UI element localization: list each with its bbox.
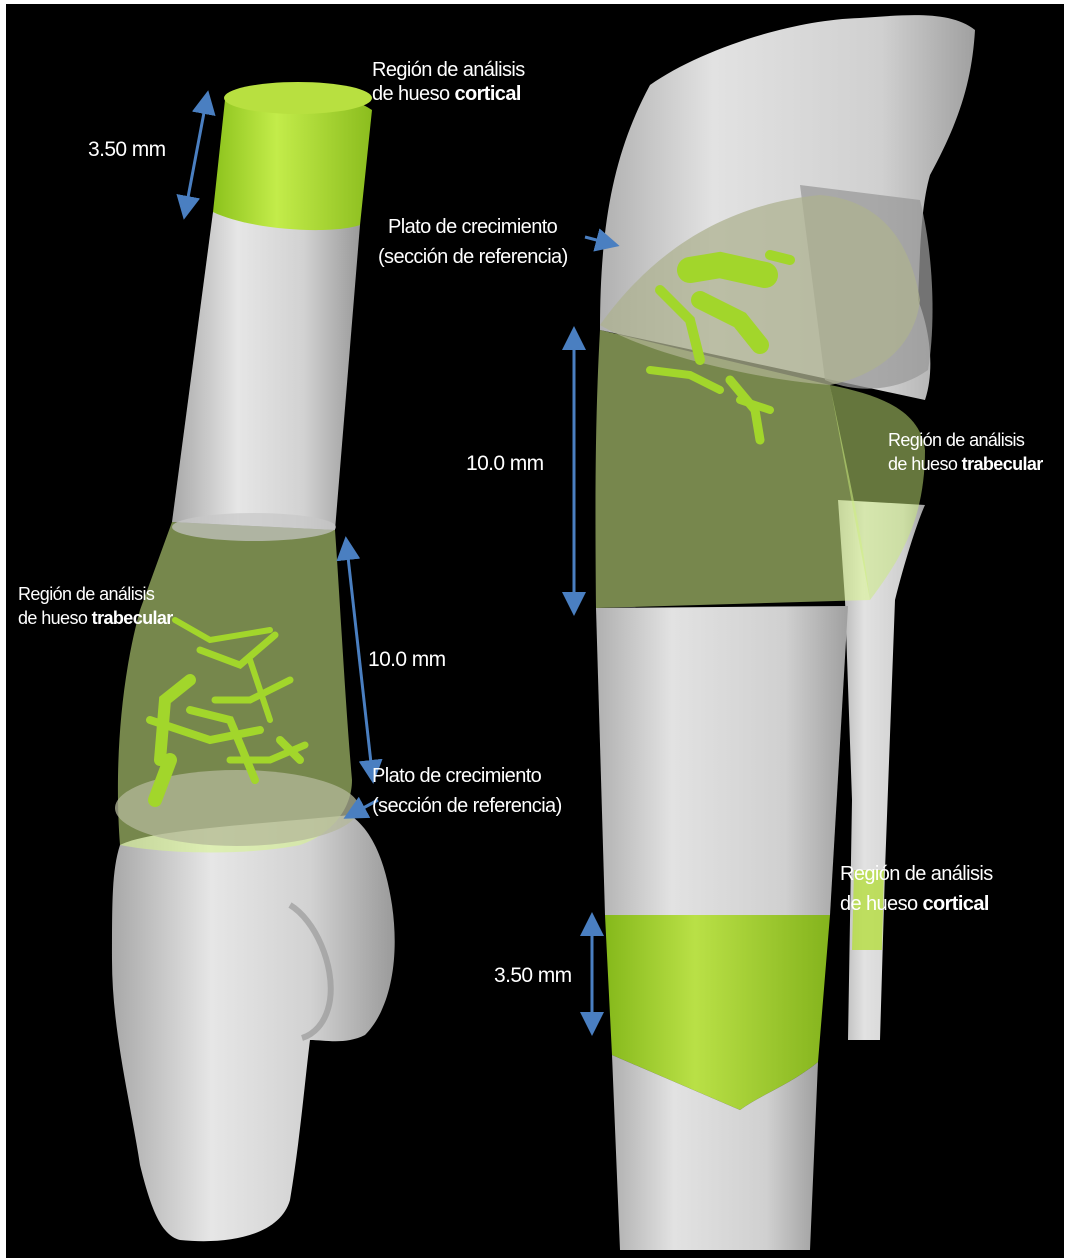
left-trabecular-label-bold: trabecular: [92, 608, 173, 628]
right-trabecular-label: Región de análisis de hueso trabecular: [888, 428, 1043, 476]
left-growth-plate-line2: (sección de referencia): [372, 794, 562, 818]
right-growth-plate-line2: (sección de referencia): [378, 245, 568, 269]
right-cortical-label-line1: Región de análisis: [840, 862, 993, 886]
left-trabecular-label-line2: de hueso trabecular: [18, 606, 173, 630]
left-growth-plate: [115, 770, 359, 846]
right-cortical-label: Región de análisis de hueso cortical: [840, 862, 993, 916]
right-cortical-label-bold: cortical: [922, 893, 988, 915]
right-trabecular-label-line1: Región de análisis: [888, 428, 1043, 452]
left-trabecular-label-line1: Región de análisis: [18, 582, 173, 606]
right-trabecular-label-prefix: de hueso: [888, 454, 962, 474]
right-growth-plate-line1: Plato de crecimiento: [388, 215, 568, 239]
right-trabecular-label-bold: trabecular: [962, 454, 1043, 474]
left-growth-plate-label: Plato de crecimiento (sección de referen…: [372, 764, 562, 818]
left-trabecular-measure: 10.0 mm: [368, 648, 446, 672]
right-trabecular-label-line2: de hueso trabecular: [888, 452, 1043, 476]
left-cortical-measure: 3.50 mm: [88, 138, 166, 162]
right-cortical-measure: 3.50 mm: [494, 964, 572, 988]
left-cortical-top: [224, 82, 372, 114]
left-growth-plate-line1: Plato de crecimiento: [372, 764, 562, 788]
left-cortical-label: Región de análisis de hueso cortical: [372, 58, 525, 106]
right-trabecular-measure: 10.0 mm: [466, 452, 544, 476]
right-shaft: [596, 606, 848, 915]
right-cortical-label-line2: de hueso cortical: [840, 892, 993, 916]
left-trabecular-label-prefix: de hueso: [18, 608, 92, 628]
left-cortical-label-line2: de hueso cortical: [372, 82, 525, 106]
left-cortical-label-prefix: de hueso: [372, 83, 454, 105]
left-cortical-label-bold: cortical: [454, 83, 520, 105]
right-cortical-label-prefix: de hueso: [840, 893, 922, 915]
left-upper-section: [172, 513, 336, 541]
left-cortical-label-line1: Región de análisis: [372, 58, 525, 82]
left-trabecular-label: Región de análisis de hueso trabecular: [18, 582, 173, 630]
right-growth-plate-label: Plato de crecimiento (sección de referen…: [388, 215, 568, 269]
